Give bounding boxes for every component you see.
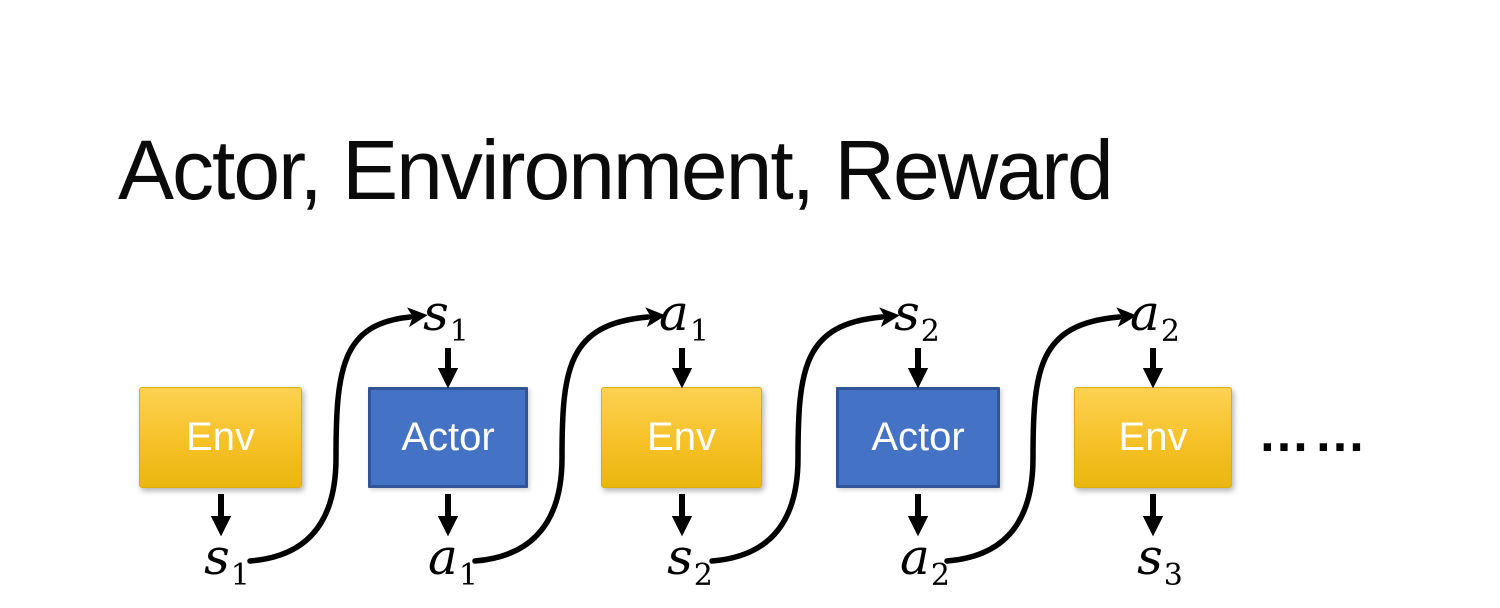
top-label-a2: a2 — [1130, 288, 1180, 347]
top-label-s1-var: s — [423, 284, 449, 342]
actor-box-2: Actor — [836, 387, 1000, 488]
bottom-label-a2-var: a — [900, 528, 930, 586]
top-label-a1-sub: 1 — [689, 314, 709, 349]
bottom-label-s1-sub: 1 — [230, 558, 250, 593]
page-title: Actor, Environment, Reward — [118, 123, 1114, 217]
top-label-a1: a1 — [659, 288, 709, 347]
bottom-label-a2-sub: 2 — [930, 558, 950, 593]
env-box-3-label: Env — [1118, 415, 1188, 459]
bottom-label-a1-var: a — [428, 528, 458, 586]
continuation-ellipsis: …… — [1258, 405, 1370, 463]
bottom-label-s1: s1 — [204, 532, 250, 591]
top-label-a2-var: a — [1130, 284, 1160, 342]
env-box-2-label: Env — [647, 415, 716, 459]
bottom-label-s3-sub: 3 — [1163, 558, 1183, 593]
env-box-1: Env — [139, 387, 302, 488]
bottom-label-s3-var: s — [1137, 528, 1163, 586]
bottom-label-s1-var: s — [204, 528, 230, 586]
env-box-2: Env — [601, 387, 762, 488]
top-label-a1-var: a — [659, 284, 689, 342]
top-label-s1-sub: 1 — [449, 314, 469, 349]
top-label-s2-var: s — [894, 284, 920, 342]
bottom-label-s2: s2 — [667, 532, 713, 591]
bottom-label-a2: a2 — [900, 532, 950, 591]
bottom-label-a1: a1 — [428, 532, 478, 591]
env-box-1-label: Env — [186, 415, 255, 459]
bottom-label-s2-sub: 2 — [693, 558, 713, 593]
bottom-label-a1-sub: 1 — [458, 558, 478, 593]
bottom-label-s3: s3 — [1137, 532, 1183, 591]
top-label-s2-sub: 2 — [920, 314, 940, 349]
top-label-s2: s2 — [894, 288, 940, 347]
actor-box-1-label: Actor — [401, 415, 495, 459]
top-label-a2-sub: 2 — [1160, 314, 1180, 349]
env-box-3: Env — [1074, 387, 1232, 488]
actor-box-1: Actor — [368, 387, 528, 488]
top-label-s1: s1 — [423, 288, 469, 347]
bottom-label-s2-var: s — [667, 528, 693, 586]
actor-box-2-label: Actor — [871, 415, 965, 459]
